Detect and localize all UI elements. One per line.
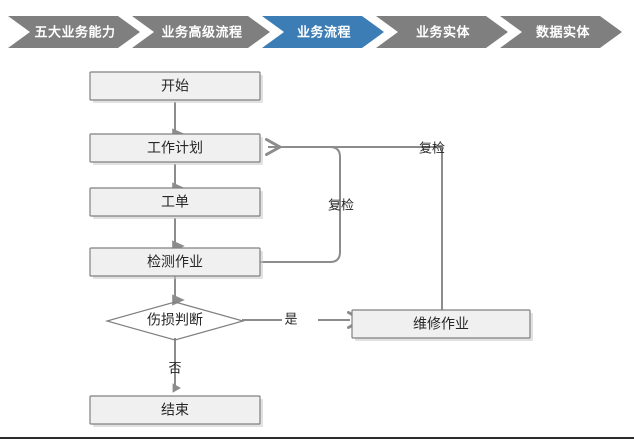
node-label-inspection: 检测作业: [147, 254, 203, 270]
node-work-order[interactable]: 工单: [89, 187, 263, 219]
edge-label-recheck-inner: 复检: [328, 197, 354, 212]
breadcrumb-label-2: 业务流程: [297, 24, 351, 39]
node-label-start: 开始: [161, 78, 189, 94]
flowchart: 开始 工作计划 工单 检测作业 伤损判断 维修作业: [89, 71, 533, 427]
node-repair[interactable]: 维修作业: [351, 309, 533, 341]
breadcrumb-item-0[interactable]: 五大业务能力: [8, 16, 140, 48]
node-label-end: 结束: [161, 402, 189, 418]
breadcrumb-item-1[interactable]: 业务高级流程: [132, 16, 270, 48]
chevron-shape: [132, 16, 270, 48]
breadcrumb: 五大业务能力 业务高级流程 业务流程 业务实体 数据实体: [8, 16, 622, 48]
edge-label-yes: 是: [284, 311, 297, 326]
node-work-plan[interactable]: 工作计划: [89, 133, 263, 165]
node-end[interactable]: 结束: [89, 395, 263, 427]
breadcrumb-item-2[interactable]: 业务流程: [262, 16, 384, 48]
node-shape: [89, 133, 261, 163]
breadcrumb-item-3[interactable]: 业务实体: [376, 16, 508, 48]
edge-label-no: 否: [168, 360, 181, 375]
node-shape: [89, 395, 261, 425]
node-shape: [89, 247, 261, 277]
node-label-repair: 维修作业: [413, 316, 469, 332]
node-judgement[interactable]: 伤损判断: [104, 301, 246, 341]
node-shape: [104, 301, 246, 341]
edge-label-recheck-outer: 复检: [419, 140, 445, 155]
breadcrumb-label-3: 业务实体: [416, 24, 471, 39]
breadcrumb-item-4[interactable]: 数据实体: [500, 16, 622, 48]
chevron-shape: [8, 16, 140, 48]
node-start[interactable]: 开始: [89, 71, 263, 103]
chevron-shape: [500, 16, 622, 48]
chevron-shape: [262, 16, 384, 48]
node-label-work-plan: 工作计划: [147, 140, 203, 156]
breadcrumb-label-1: 业务高级流程: [161, 24, 242, 39]
node-shape: [89, 71, 261, 101]
node-inspection[interactable]: 检测作业: [89, 247, 263, 279]
node-shape: [89, 187, 261, 217]
node-label-work-order: 工单: [161, 194, 189, 210]
breadcrumb-label-4: 数据实体: [536, 24, 591, 39]
chevron-shape: [376, 16, 508, 48]
breadcrumb-label-0: 五大业务能力: [34, 24, 115, 39]
node-shape: [351, 309, 531, 339]
connector-recheck-outer: [268, 146, 443, 312]
node-label-judgement: 伤损判断: [147, 312, 203, 328]
